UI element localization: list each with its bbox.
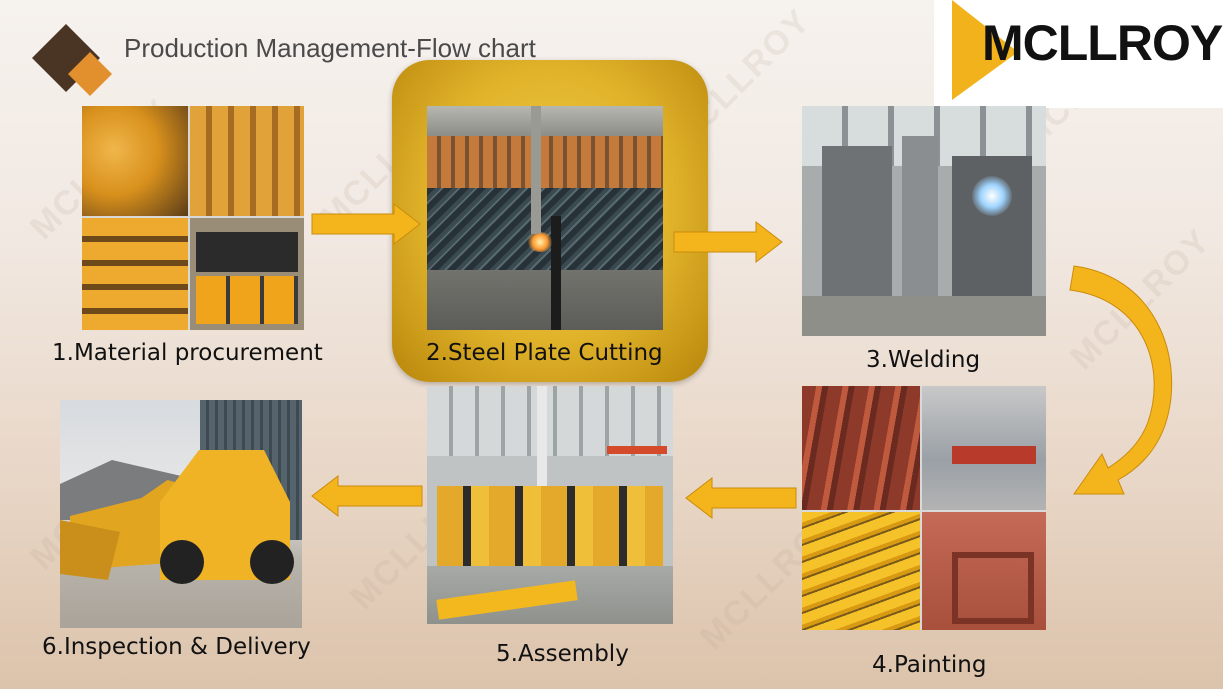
step-1-label: 1.Material procurement bbox=[52, 340, 323, 366]
arrow-right-icon bbox=[673, 220, 783, 264]
step-3-photo bbox=[802, 106, 1046, 336]
logo-triangle-icon bbox=[952, 0, 1018, 100]
emblem-icon bbox=[32, 24, 112, 96]
logo: MCLLROY bbox=[934, 0, 1223, 108]
arrow-left-icon bbox=[685, 476, 797, 520]
step-4-label: 4.Painting bbox=[872, 652, 987, 678]
page-title: Production Management-Flow chart bbox=[124, 33, 536, 63]
step-6-photo bbox=[60, 400, 302, 628]
step-4-photo bbox=[802, 386, 1046, 630]
step-2-label: 2.Steel Plate Cutting bbox=[426, 340, 663, 366]
logo-text: MCLLROY bbox=[982, 15, 1223, 71]
arrow-right-icon bbox=[311, 202, 421, 246]
step-3-label: 3.Welding bbox=[866, 347, 981, 373]
step-5-label: 5.Assembly bbox=[496, 641, 629, 667]
step-2-photo bbox=[427, 106, 663, 330]
step-5-photo bbox=[427, 386, 673, 624]
curved-arrow-down-icon bbox=[1069, 265, 1173, 495]
arrow-left-icon bbox=[311, 474, 423, 518]
step-6-label: 6.Inspection & Delivery bbox=[42, 634, 311, 660]
step-1-photo bbox=[82, 106, 304, 330]
